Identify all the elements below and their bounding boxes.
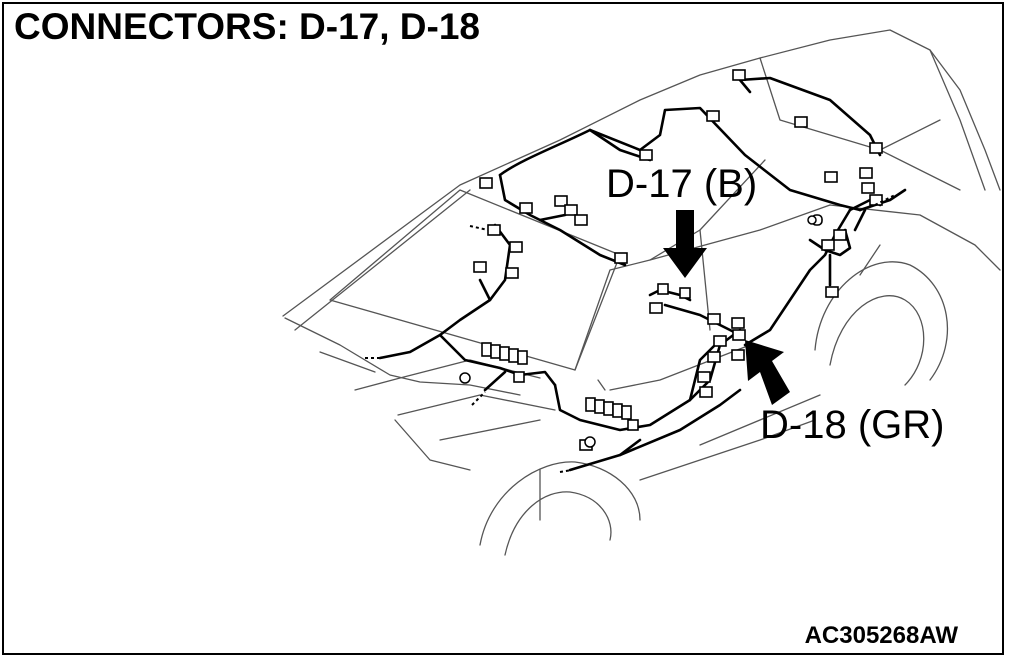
ground-terminals — [459, 215, 817, 448]
harness-dotted-ends — [365, 194, 896, 473]
callout-d17-label: D-17 (B) — [606, 162, 758, 206]
arrow-d17 — [663, 210, 707, 278]
figure-code: AC305268AW — [804, 622, 958, 649]
page-title: CONNECTORS: D-17, D-18 — [14, 6, 481, 47]
callout-d18-label: D-18 (GR) — [760, 403, 945, 447]
arrow-d18 — [745, 340, 790, 405]
connector-blocks — [473, 69, 883, 451]
car-body-outline — [282, 29, 1001, 556]
